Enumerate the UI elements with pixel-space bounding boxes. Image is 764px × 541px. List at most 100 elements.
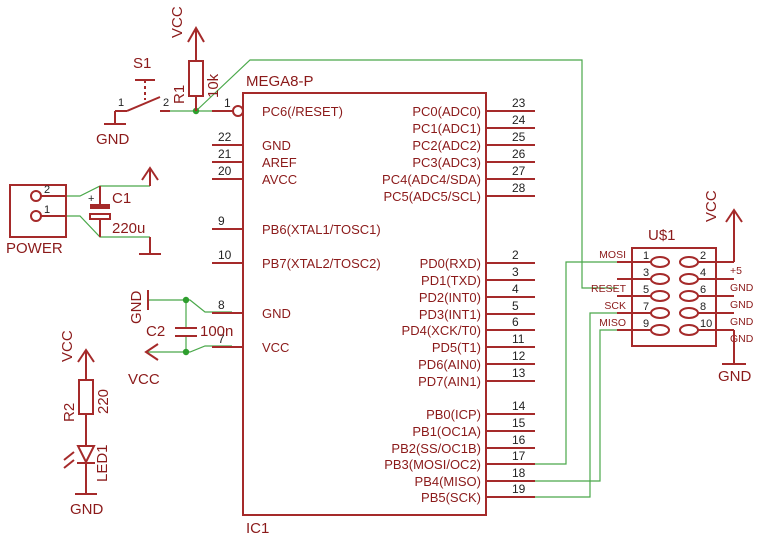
ic1-pins: 1PC6(/RESET)22GND21AREF20AVCC9PB6(XTAL1/…	[212, 96, 535, 505]
ic1-pin-3-name: PD1(TXD)	[421, 273, 481, 288]
header-signal-reset: RESET	[591, 283, 627, 295]
ic1-pin-16-name: PB2(SS/OC1B)	[391, 441, 481, 456]
header-pin-6-pad	[679, 290, 699, 302]
ic1-pin-19-name: PB5(SCK)	[421, 490, 481, 505]
r2-vcc-label: VCC	[59, 330, 76, 362]
ic1-body	[242, 92, 487, 516]
ic1-pin-14-name: PB0(ICP)	[426, 407, 481, 422]
power-pin1: 1	[44, 204, 50, 216]
ic1-pin-25-name: PC2(ADC2)	[412, 138, 481, 153]
power-name: POWER	[6, 240, 63, 257]
c1-top-wire	[60, 185, 150, 197]
power-pin2: 2	[44, 184, 50, 196]
ic1-pin-15-number: 15	[512, 416, 526, 430]
capacitor-c1: + C1 220u	[88, 166, 161, 255]
ic1-pin-22-number: 22	[218, 130, 232, 144]
miso-wire	[535, 329, 617, 482]
header-pin-3-number: 3	[643, 267, 649, 279]
ic1-pin-14-number: 14	[512, 399, 526, 413]
ic1-pin-5-name: PD3(INT1)	[419, 307, 481, 322]
ic1-pin-26-number: 26	[512, 147, 526, 161]
ic1-pin-28-number: 28	[512, 181, 526, 195]
s1-pin2: 2	[163, 97, 169, 109]
header-signal-pin-8: GND	[730, 316, 754, 328]
ic1-pin-13-name: PD7(AIN1)	[418, 374, 481, 389]
ic1-reset-bubble	[232, 105, 244, 117]
junction-gnd	[182, 296, 190, 304]
s1-contact	[126, 96, 161, 112]
ic1-pin-7-name: VCC	[262, 340, 289, 355]
switch-s1: S1 1 2 GND	[96, 55, 170, 148]
power-pin2-pad	[30, 190, 42, 202]
led1-triangle	[76, 445, 96, 465]
header-pin-7-pad	[650, 307, 670, 319]
r2-value: 220	[95, 389, 112, 414]
s1-gnd-label: GND	[96, 131, 130, 148]
resistor-r1: VCC R1 10k	[169, 6, 222, 111]
ic1-pin-18-name: PB4(MISO)	[415, 474, 481, 489]
ic1-pin-3-number: 3	[512, 265, 519, 279]
ic1-part: MEGA8-P	[246, 73, 314, 90]
vcc-arrow-c2	[144, 343, 159, 361]
header-name: U$1	[648, 227, 676, 244]
reset-to-header-wire	[195, 59, 617, 289]
ic1-pin-4-name: PD2(INT0)	[419, 290, 481, 305]
r1-name: R1	[171, 85, 188, 104]
wires	[60, 59, 617, 498]
ic1-pin-13-number: 13	[512, 366, 526, 380]
ic1-pin-11-name: PD5(T1)	[432, 340, 481, 355]
header-pin-10-number: 10	[700, 318, 712, 330]
header-pin-6-number: 6	[700, 284, 706, 296]
ic1-pin-20-name: AVCC	[262, 172, 297, 187]
header-signal-pin-10: GND	[730, 333, 754, 345]
c1-plate-negative	[89, 213, 111, 220]
ic1-pin-9-name: PB6(XTAL1/TOSC1)	[262, 222, 381, 237]
ic1-pin-2-name: PD0(RXD)	[420, 256, 481, 271]
ic1-pin-24-number: 24	[512, 113, 526, 127]
header-signal-sck: SCK	[604, 300, 626, 312]
header-signal-pin-4: GND	[730, 282, 754, 294]
ic1-pin-26-name: PC3(ADC3)	[412, 155, 481, 170]
capacitor-c2: GND C2 100n VCC	[128, 290, 233, 388]
ic1-pin-6-name: PD4(XCK/T0)	[402, 323, 481, 338]
header-pin-8-number: 8	[700, 301, 706, 313]
ic1-pin-18-number: 18	[512, 466, 526, 480]
s1-name: S1	[133, 55, 151, 72]
header-pin-5-pad	[650, 290, 670, 302]
ic1-pin-21-name: AREF	[262, 155, 297, 170]
c2-gnd-label: GND	[128, 291, 145, 325]
led-branch: VCC R2 220 LED1 GND	[59, 330, 112, 518]
s1-pin1: 1	[118, 97, 124, 109]
header-signal-pin-2: +5	[730, 265, 742, 277]
ic1-pin-7-number: 7	[218, 332, 225, 346]
header-pin-1-pad	[650, 256, 670, 268]
ic1-pin-1-number: 1	[224, 96, 231, 110]
mosi-wire	[535, 261, 617, 465]
ic1-pin-1-name: PC6(/RESET)	[262, 104, 343, 119]
ic1-pin-19-number: 19	[512, 482, 526, 496]
c2-value: 100n	[200, 323, 233, 340]
c1-plus: +	[88, 193, 94, 205]
ic1-pin-8-number: 8	[218, 298, 225, 312]
c2-vcc-label: VCC	[128, 371, 160, 388]
header-pin-7-number: 7	[643, 301, 649, 313]
ic1-pin-16-number: 16	[512, 433, 526, 447]
ic1-pin-23-name: PC0(ADC0)	[412, 104, 481, 119]
ic1-pin-27-name: PC4(ADC4/SDA)	[382, 172, 481, 187]
ic1-pin-5-number: 5	[512, 299, 519, 313]
c1-bottom-wire	[60, 215, 150, 238]
ic1-pin-17-number: 17	[512, 449, 526, 463]
c1-value: 220u	[112, 220, 145, 237]
ic1-pin-17-name: PB3(MOSI/OC2)	[384, 457, 481, 472]
power-pin1-pad	[30, 210, 42, 222]
header-pin-1-number: 1	[643, 250, 649, 262]
header-vcc-label: VCC	[703, 190, 720, 222]
c1-plate-positive	[90, 204, 110, 209]
ic1-pin-27-number: 27	[512, 164, 526, 178]
header-pin-8-pad	[679, 307, 699, 319]
header-pin-9-number: 9	[643, 318, 649, 330]
header-pin-3-pad	[650, 273, 670, 285]
